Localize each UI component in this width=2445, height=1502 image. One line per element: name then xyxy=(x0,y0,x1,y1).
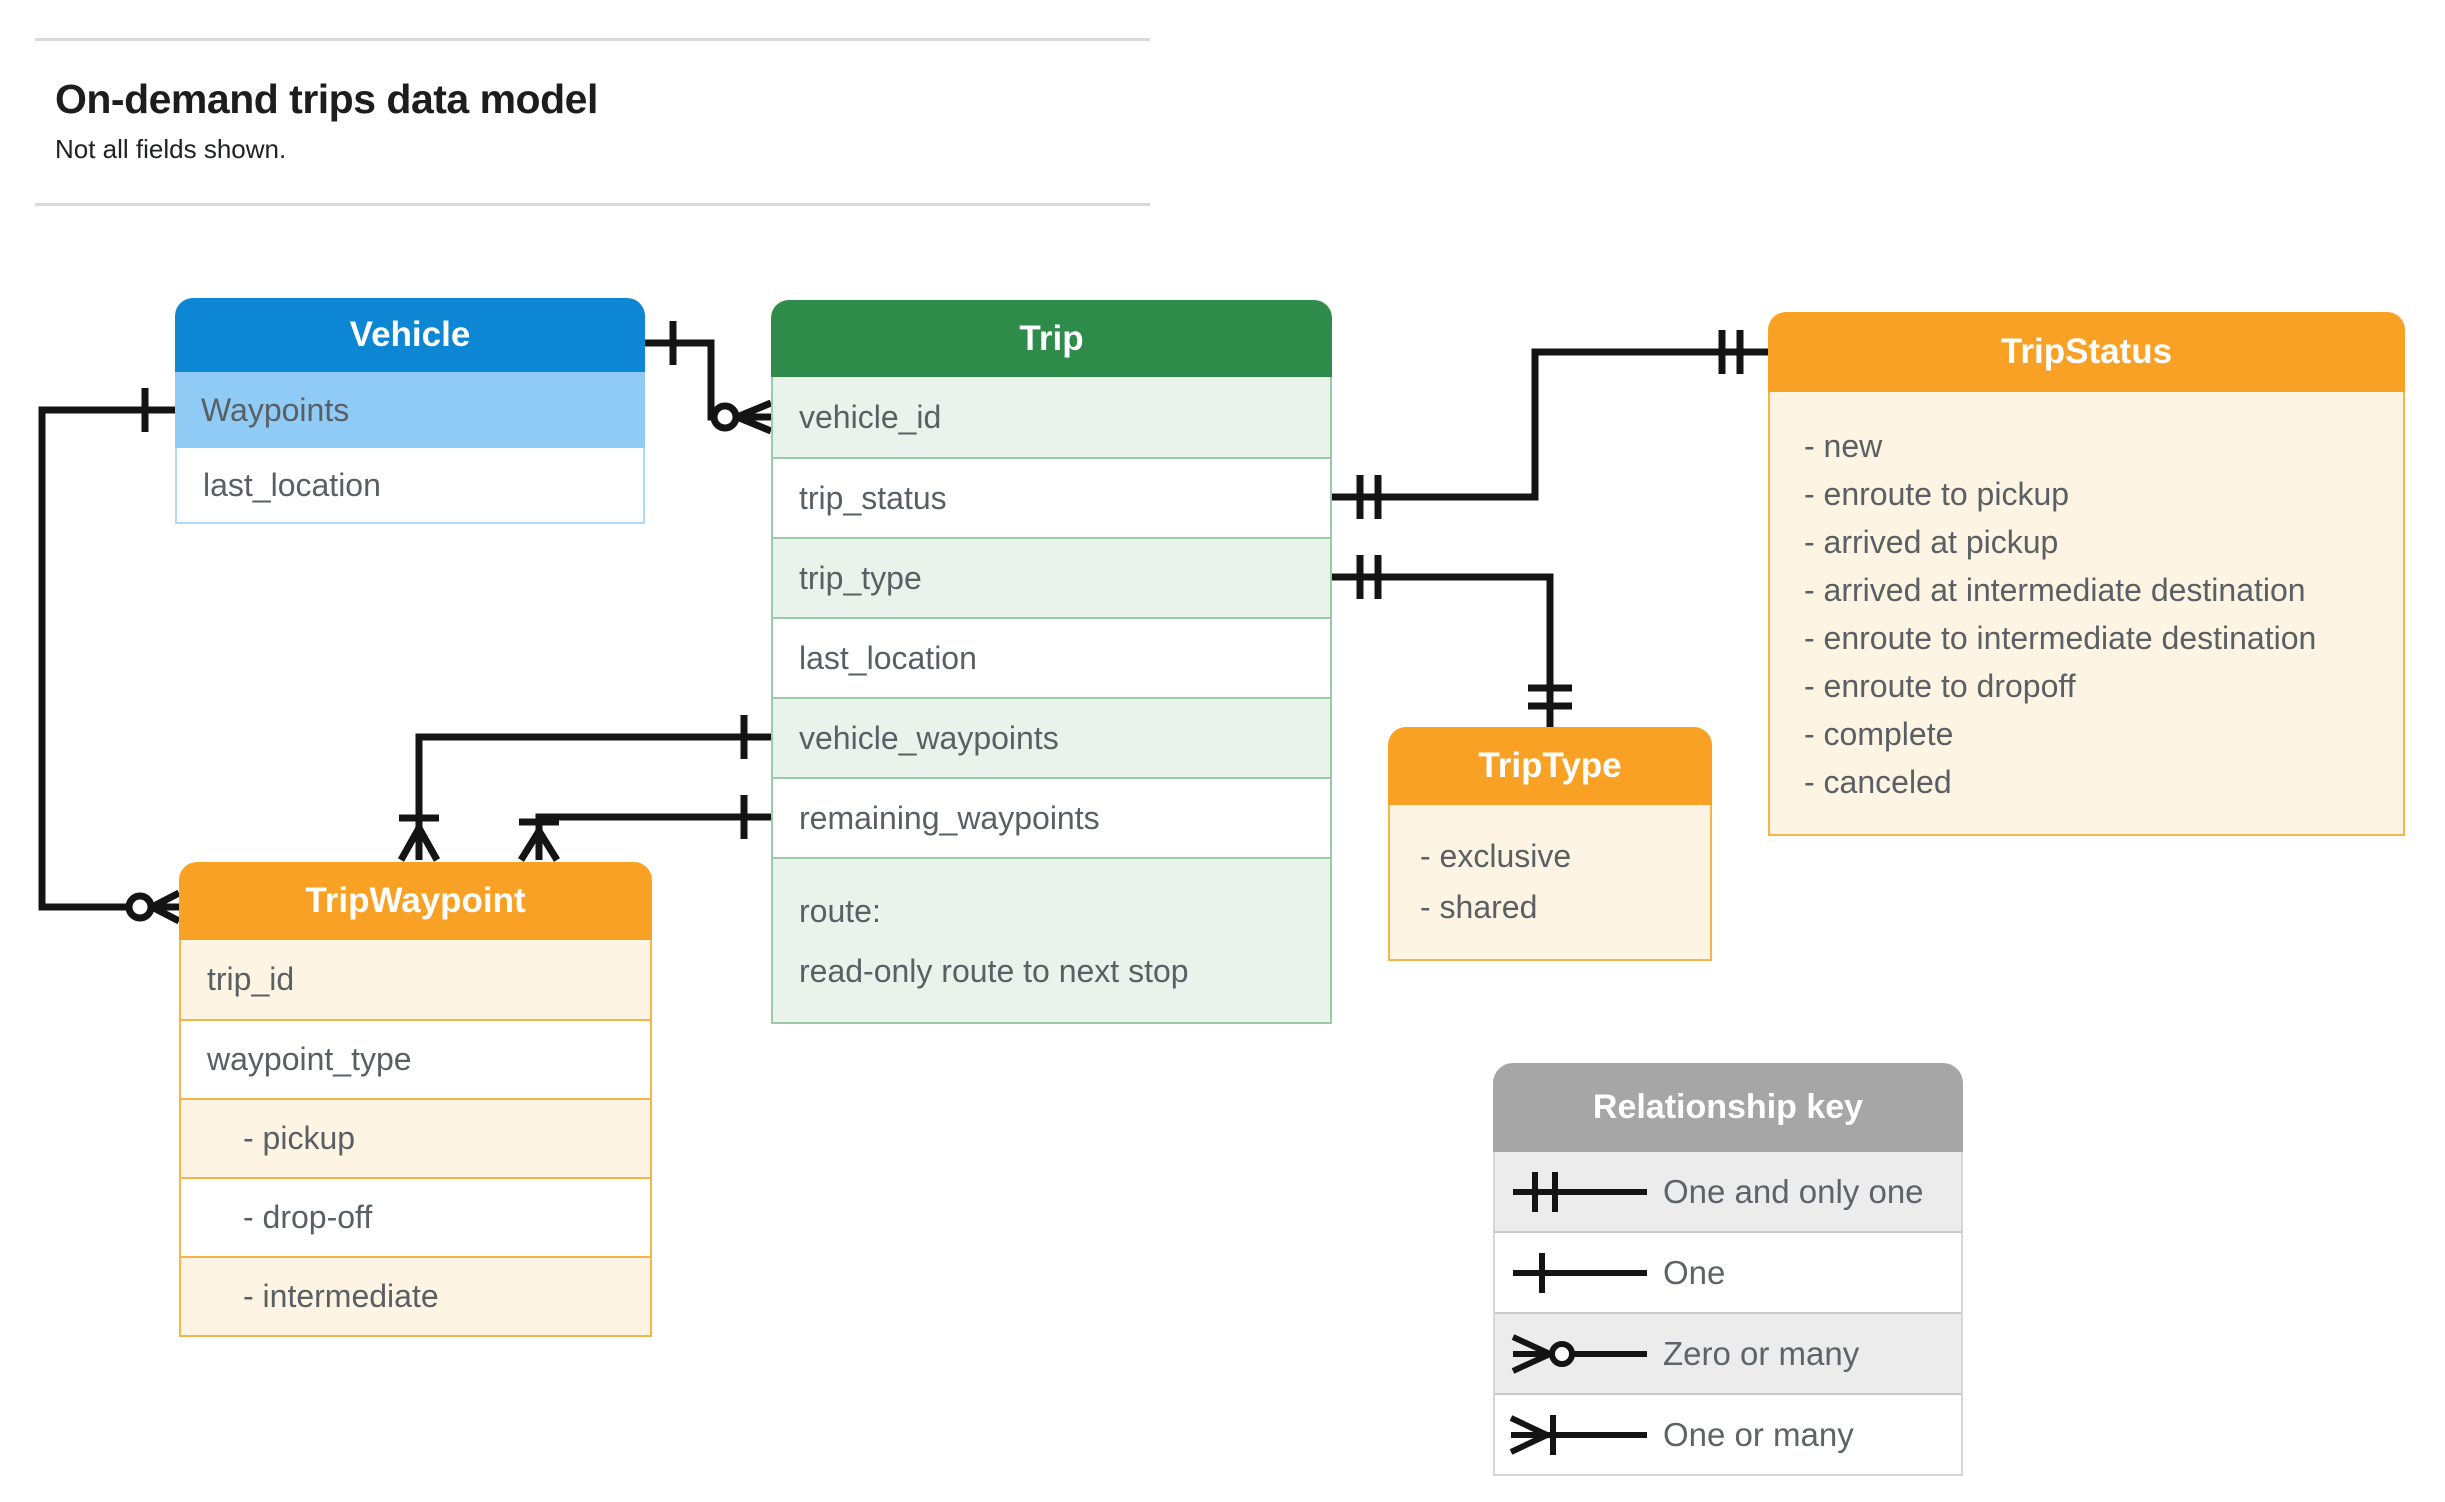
one-and-only-one-icon xyxy=(1513,1172,1647,1212)
connector-vehicle-trip xyxy=(645,321,773,435)
legend-row: One or many xyxy=(1495,1393,1961,1474)
status-value: - canceled xyxy=(1804,764,1952,800)
entity-vehicle-title: Vehicle xyxy=(175,298,645,372)
connector-vehicle-tripwaypoint xyxy=(38,388,181,925)
entity-trip-title: Trip xyxy=(771,300,1332,377)
field-trip-id: trip_id xyxy=(181,940,650,1019)
legend-label: One or many xyxy=(1663,1415,1854,1453)
top-rule xyxy=(35,38,1150,41)
status-value: - arrived at pickup xyxy=(1804,524,2059,560)
legend-label: One and only one xyxy=(1663,1172,1924,1210)
entity-triptype: TripType - exclusive - shared xyxy=(1388,727,1712,961)
entity-triptype-title: TripType xyxy=(1388,727,1712,805)
field-waypoint-type: waypoint_type xyxy=(181,1019,650,1098)
field-waypoints: Waypoints xyxy=(175,372,645,448)
field-route-description: read-only route to next stop xyxy=(799,953,1189,989)
entity-trip: Trip vehicle_id trip_status trip_type la… xyxy=(771,300,1332,1024)
connector-trip-triptype xyxy=(1332,555,1572,727)
legend-row: One and only one xyxy=(1495,1152,1961,1231)
field-route-name: route: xyxy=(799,893,881,929)
one-or-many-icon xyxy=(1509,1415,1647,1455)
field-route: route: read-only route to next stop xyxy=(773,857,1330,1022)
field-last-location: last_location xyxy=(773,617,1330,697)
field-trip-status: trip_status xyxy=(773,457,1330,537)
status-value: - enroute to intermediate destination xyxy=(1804,620,2317,656)
field-trip-type: trip_type xyxy=(773,537,1330,617)
legend-label: Zero or many xyxy=(1663,1334,1860,1372)
entity-tripwaypoint-title: TripWaypoint xyxy=(179,862,652,940)
relationship-key: Relationship key One and only one One Ze… xyxy=(1493,1063,1963,1476)
status-value: - enroute to pickup xyxy=(1804,476,2070,512)
connector-trip-tripstatus xyxy=(1332,330,1768,519)
field-last-location: last_location xyxy=(175,448,645,524)
connector-remaining-waypoints-tripwaypoint xyxy=(518,795,771,862)
legend-row: One xyxy=(1495,1231,1961,1312)
connector-vehicle-waypoints-tripwaypoint xyxy=(397,715,771,862)
field-remaining-waypoints: remaining_waypoints xyxy=(773,777,1330,857)
page-subtitle: Not all fields shown. xyxy=(55,134,287,164)
waypoint-type-value: - drop-off xyxy=(181,1177,650,1256)
entity-tripstatus: TripStatus - new - enroute to pickup - a… xyxy=(1768,312,2405,836)
field-vehicle-id: vehicle_id xyxy=(773,377,1330,457)
status-value: - enroute to dropoff xyxy=(1804,668,2076,704)
field-vehicle-waypoints: vehicle_waypoints xyxy=(773,697,1330,777)
status-value: - new xyxy=(1804,428,1883,464)
legend-row: Zero or many xyxy=(1495,1312,1961,1393)
bottom-rule xyxy=(35,203,1150,206)
entity-tripstatus-title: TripStatus xyxy=(1768,312,2405,392)
relationship-key-title: Relationship key xyxy=(1493,1063,1963,1152)
type-value: - shared xyxy=(1420,889,1538,925)
page-title: On-demand trips data model xyxy=(55,76,598,122)
legend-label: One xyxy=(1663,1253,1726,1291)
zero-or-many-icon xyxy=(1511,1334,1647,1374)
entity-tripwaypoint: TripWaypoint trip_id waypoint_type - pic… xyxy=(179,862,652,1337)
waypoint-type-value: - pickup xyxy=(181,1098,650,1177)
entity-vehicle: Vehicle Waypoints last_location xyxy=(175,298,645,524)
status-value: - complete xyxy=(1804,716,1954,752)
status-value: - arrived at intermediate destination xyxy=(1804,572,2306,608)
waypoint-type-value: - intermediate xyxy=(181,1256,650,1335)
one-icon xyxy=(1513,1253,1647,1293)
type-value: - exclusive xyxy=(1420,838,1572,874)
